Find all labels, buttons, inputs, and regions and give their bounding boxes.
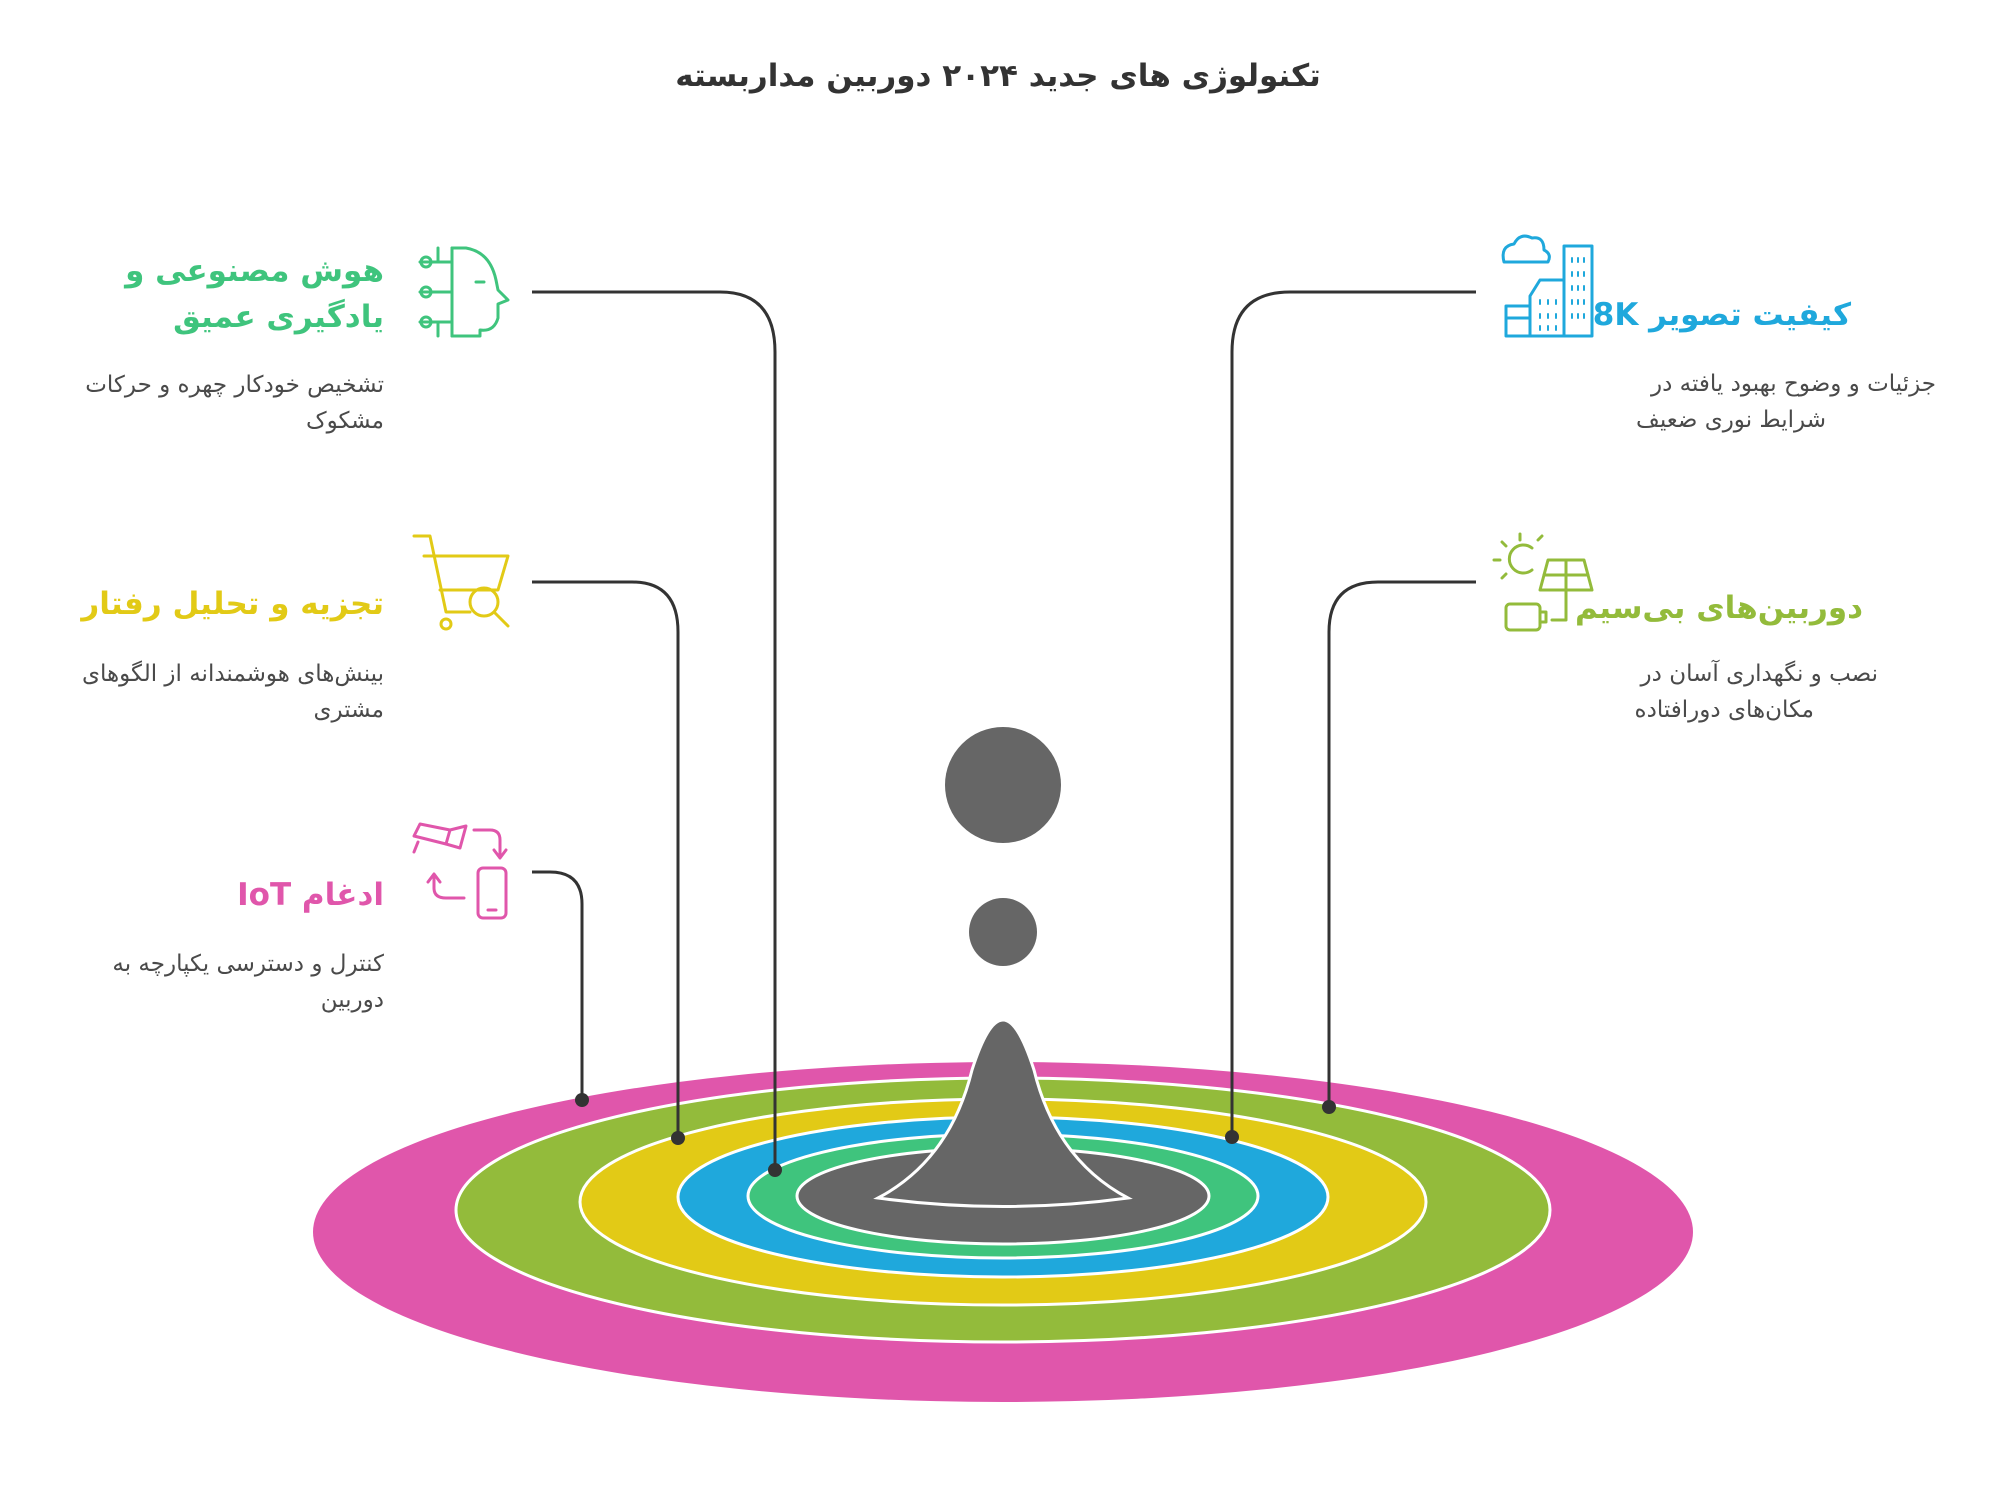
city-buildings-icon	[1501, 234, 1594, 338]
ai-title-line2: یادگیری عمیق	[173, 299, 384, 335]
splash-peak	[873, 1018, 1133, 1208]
ring-lime	[454, 1076, 1552, 1344]
ai-head-icon	[418, 246, 510, 338]
ring-pink	[313, 1062, 1693, 1402]
ring-green	[746, 1132, 1260, 1260]
ai-desc-line1: تشخیص خودکار چهره و حرکات	[85, 372, 384, 398]
ai-desc-line2: مشکوک	[305, 408, 384, 434]
connector-dot-iot	[575, 1093, 589, 1107]
page-title: تکنولوژی های جدید ۲۰۲۴ دوربین مداربسته	[675, 58, 1321, 94]
behavior-desc-line1: بینش‌های هوشمندانه از الگوهای	[81, 661, 384, 687]
k8-title: کیفیت تصویر 8K	[1592, 297, 1851, 333]
iot-desc-line2: دوربین	[320, 987, 384, 1013]
connector-dot-behavior	[671, 1131, 685, 1145]
k8-desc-line2: شرایط نوری ضعیف	[1636, 407, 1826, 433]
connector-dot-wireless	[1322, 1100, 1336, 1114]
connector-behavior	[532, 580, 680, 1138]
connector-iot	[532, 870, 584, 1100]
camera-phone-sync-icon	[412, 822, 508, 920]
connector-dot-k8	[1225, 1130, 1239, 1144]
k8-desc-line1: جزئیات و وضوح بهبود یافته در	[1650, 371, 1936, 397]
ring-center-gray	[795, 1146, 1211, 1246]
shopping-cart-search-icon	[412, 534, 510, 631]
ring-yellow	[578, 1097, 1428, 1307]
drop-small	[969, 898, 1037, 966]
wireless-desc-line2: مکان‌های دورافتاده	[1634, 697, 1814, 723]
behavior-title: تجزیه و تحلیل رفتار	[81, 586, 384, 622]
connector-k8	[1230, 290, 1476, 1137]
connector-ai	[532, 290, 777, 1170]
connector-wireless	[1327, 580, 1476, 1107]
wireless-desc-line1: نصب و نگهداری آسان در	[1640, 661, 1878, 687]
behavior-desc-line2: مشتری	[313, 697, 384, 723]
iot-desc-line1: کنترل و دسترسی یکپارچه به	[112, 951, 384, 977]
wireless-title: دوربین‌های بی‌سیم	[1574, 590, 1863, 626]
ai-title-line1: هوش مصنوعی و	[125, 253, 384, 289]
connector-dot-ai	[768, 1163, 782, 1177]
drop-large	[945, 727, 1061, 843]
iot-title: ادغام IoT	[237, 877, 384, 913]
ring-blue	[676, 1115, 1330, 1279]
